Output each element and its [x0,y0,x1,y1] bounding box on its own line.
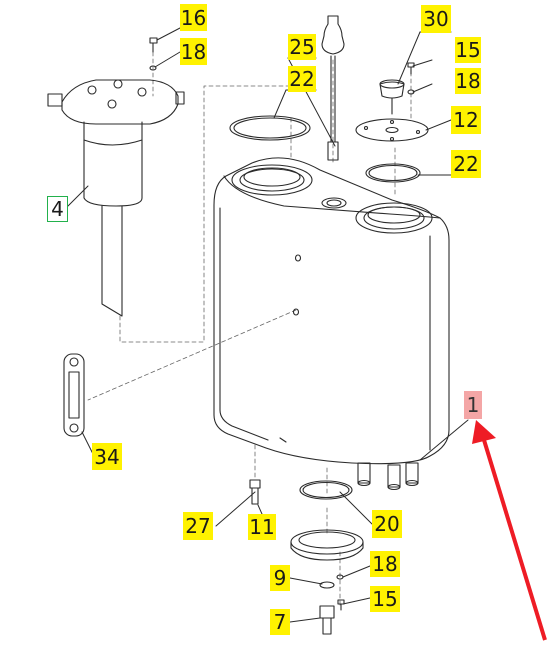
callout-7[interactable]: 7 [270,609,290,635]
callout-18[interactable]: 18 [370,551,400,577]
callout-20[interactable]: 20 [372,510,402,538]
callout-22[interactable]: 22 [288,66,316,92]
fitting-7[interactable] [319,605,335,635]
bottom-flange[interactable] [290,529,364,561]
callout-1[interactable]: 1 [464,391,482,419]
level-probe[interactable] [321,15,345,161]
level-gauge[interactable] [63,353,85,437]
callout-18[interactable]: 18 [180,38,207,65]
callout-9[interactable]: 9 [270,565,290,591]
screw-16[interactable] [149,37,158,53]
o-ring-9[interactable] [319,581,335,589]
pointer-arrow [472,420,547,641]
tank-body[interactable] [213,157,450,491]
callout-11[interactable]: 11 [248,514,276,540]
callout-15[interactable]: 15 [370,586,400,612]
callout-12[interactable]: 12 [451,106,481,134]
cover-plate[interactable] [355,118,429,142]
callout-18[interactable]: 18 [455,68,481,94]
breather-cap[interactable] [379,79,405,115]
callout-22[interactable]: 22 [451,150,481,178]
callout-30[interactable]: 30 [421,5,451,33]
callout-27[interactable]: 27 [183,512,213,540]
callout-4[interactable]: 4 [47,196,68,222]
screw-15-top[interactable] [407,62,415,75]
o-ring-22-upper[interactable] [229,115,311,141]
screw-15-bottom[interactable] [337,599,345,611]
callout-16[interactable]: 16 [180,4,207,31]
callout-15[interactable]: 15 [455,37,481,63]
assembly-lines [87,51,412,607]
o-ring-20[interactable] [299,480,353,500]
plug-11[interactable] [249,479,261,505]
o-ring-22-lower[interactable] [365,163,421,183]
return-filter[interactable] [47,79,185,317]
washer-18-left[interactable] [149,65,157,71]
callout-34[interactable]: 34 [92,443,122,470]
callout-25[interactable]: 25 [288,34,316,60]
